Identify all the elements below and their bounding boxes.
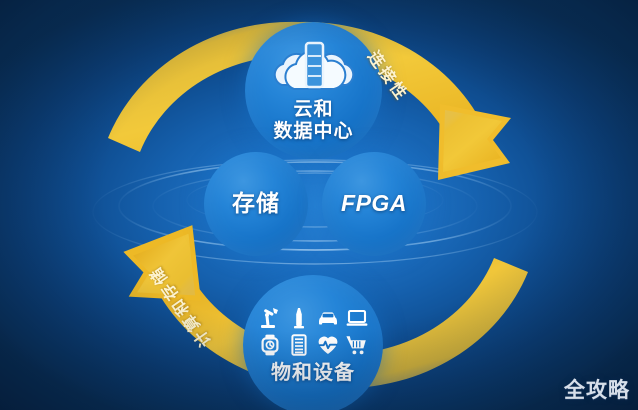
watermark: 全攻略 (564, 379, 630, 402)
